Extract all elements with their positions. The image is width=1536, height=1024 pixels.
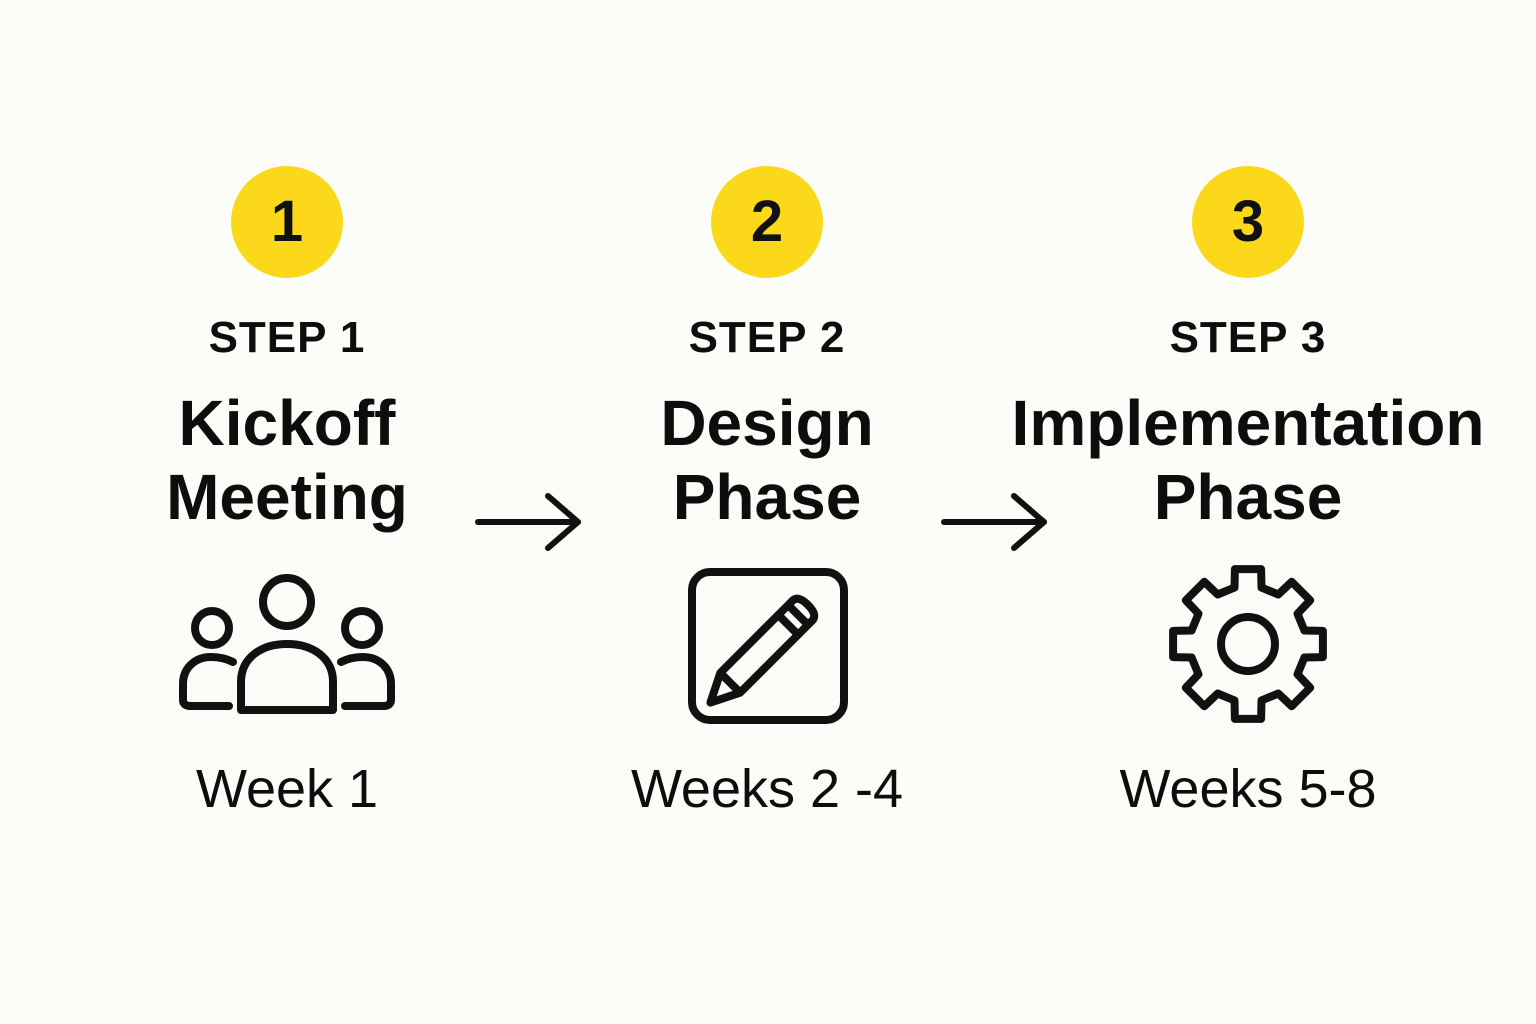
step-1: 1 STEP 1 Kickoff Meeting Week 1 <box>47 0 527 1024</box>
step-3: 3 STEP 3 Implementation Phase Weeks 5-8 <box>1008 0 1488 1024</box>
step-title-line: Kickoff <box>178 387 396 459</box>
step-title: Implementation Phase <box>1008 386 1488 534</box>
step-duration: Week 1 <box>195 759 379 819</box>
step-label: STEP 1 <box>208 313 366 362</box>
step-title-line: Design <box>660 387 874 459</box>
arrow-right-icon <box>940 490 1050 554</box>
step-number-badge: 2 <box>711 166 823 278</box>
step-number-badge: 3 <box>1192 166 1304 278</box>
arrow-right-icon <box>474 490 584 554</box>
step-title: Design Phase <box>527 386 1007 534</box>
step-number-badge: 1 <box>231 166 343 278</box>
step-label: STEP 2 <box>688 313 846 362</box>
gear-icon <box>1138 560 1358 740</box>
step-2: 2 STEP 2 Design Phase Weeks 2 -4 <box>527 0 1007 1024</box>
step-title-line: Meeting <box>166 461 408 533</box>
step-duration: Weeks 5-8 <box>1119 759 1377 819</box>
step-title-line: Phase <box>672 461 862 533</box>
step-title-line: Phase <box>1153 461 1343 533</box>
step-title: Kickoff Meeting <box>47 386 527 534</box>
pencil-square-icon <box>657 560 877 740</box>
step-title-line: Implementation <box>1011 387 1485 459</box>
step-duration: Weeks 2 -4 <box>630 759 904 819</box>
team-icon <box>177 560 397 740</box>
step-label: STEP 3 <box>1169 313 1327 362</box>
